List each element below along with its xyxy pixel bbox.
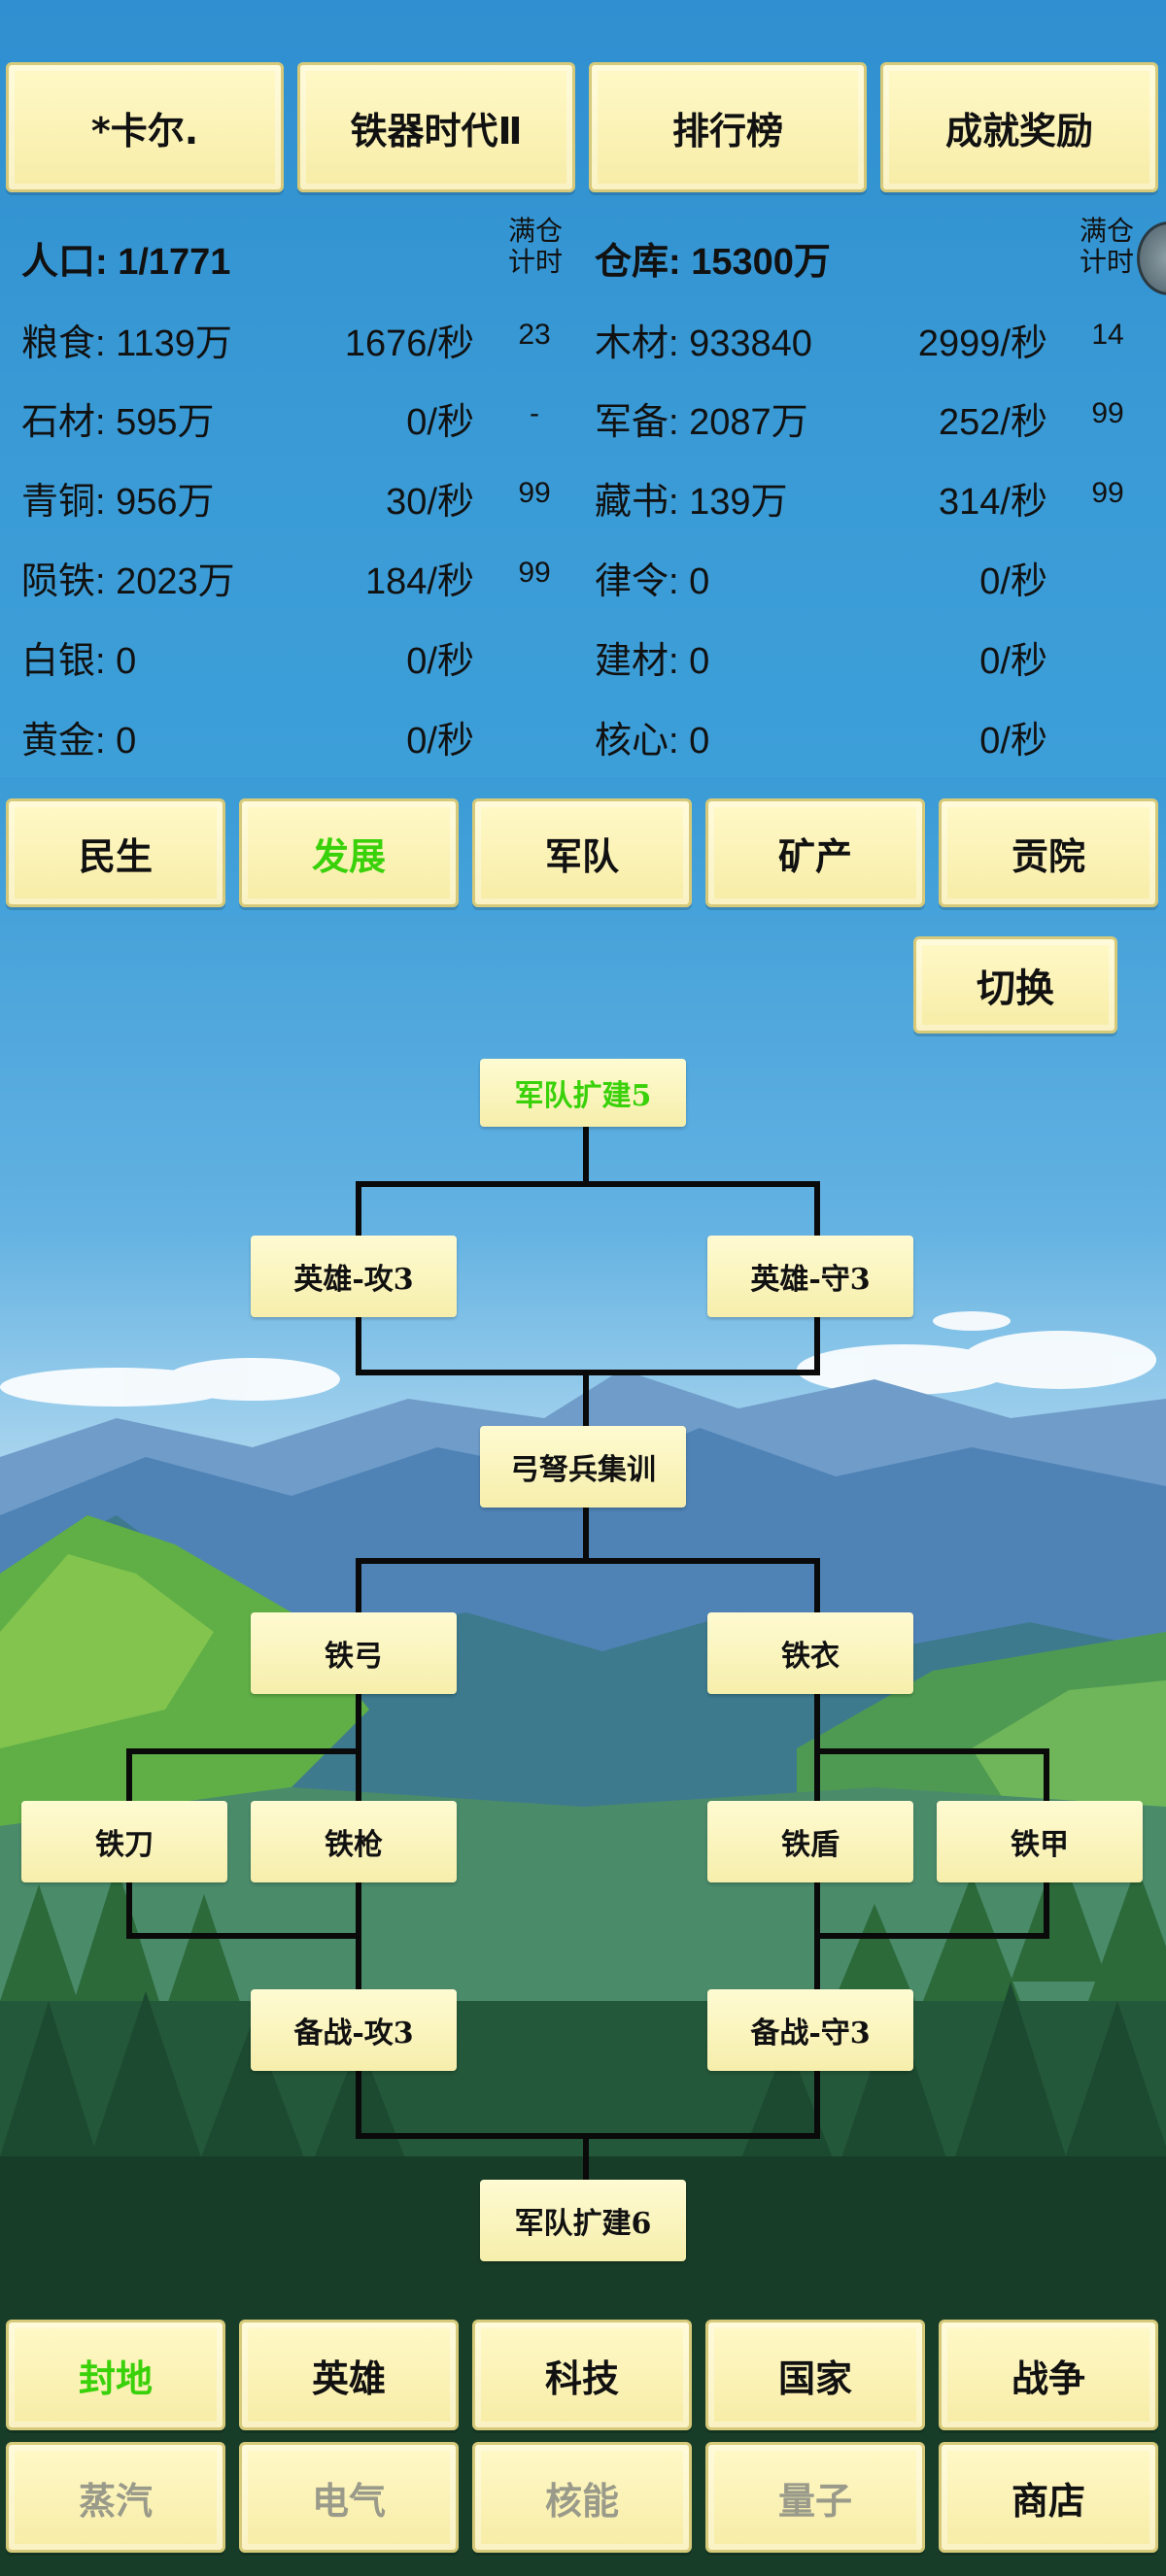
tree-connector — [126, 1748, 361, 1754]
resource-rate: 0/秒 — [406, 721, 474, 762]
nav-steam[interactable]: 蒸汽 — [6, 2442, 225, 2553]
tree-connector — [1044, 1748, 1049, 1803]
era-button[interactable]: 铁器时代Ⅱ — [297, 62, 575, 192]
nav-hero[interactable]: 英雄 — [239, 2320, 459, 2430]
resource-label: 木材: 933840 — [595, 323, 812, 364]
resource-rate: 252/秒 — [939, 402, 1047, 443]
tech-node-iron-armor[interactable]: 铁甲 — [937, 1801, 1143, 1882]
nav-war[interactable]: 战争 — [939, 2320, 1158, 2430]
resource-timer: 99 — [1091, 477, 1124, 509]
leaderboard-button[interactable]: 排行榜 — [589, 62, 867, 192]
tree-connector — [814, 1558, 820, 1614]
nav-tech[interactable]: 科技 — [472, 2320, 692, 2430]
achievement-rewards-button[interactable]: 成就奖励 — [880, 62, 1158, 192]
tech-node-iron-blade[interactable]: 铁刀 — [21, 1801, 227, 1882]
player-name-button[interactable]: *卡尔. — [6, 62, 284, 192]
tree-connector — [356, 1558, 820, 1564]
nav-nuclear[interactable]: 核能 — [472, 2442, 692, 2553]
tech-node-hero-attack-3[interactable]: 英雄-攻3 — [251, 1236, 457, 1317]
resource-timer: 23 — [518, 319, 551, 351]
resource-label: 藏书: 139万 — [595, 482, 788, 523]
nav-fief[interactable]: 封地 — [6, 2320, 225, 2430]
tree-connector — [583, 1370, 589, 1436]
tech-node-iron-bow[interactable]: 铁弓 — [251, 1612, 457, 1694]
tech-node-iron-clothes[interactable]: 铁衣 — [707, 1612, 913, 1694]
tech-node-iron-shield[interactable]: 铁盾 — [707, 1801, 913, 1882]
resource-label: 军备: 2087万 — [595, 402, 808, 443]
nav-shop[interactable]: 商店 — [939, 2442, 1158, 2553]
tab-development[interactable]: 发展 — [239, 798, 459, 907]
tech-node-ready-defense-3[interactable]: 备战-守3 — [707, 1989, 913, 2071]
mountain-background: 切换 军队扩建5 英雄-攻3 英雄-守3 弓弩兵集训 铁弓 铁衣 铁刀 铁枪 铁… — [0, 777, 1166, 2576]
tab-minerals[interactable]: 矿产 — [705, 798, 925, 907]
resource-label: 核心: 0 — [595, 721, 710, 762]
left-timer-header: 满仓 计时 — [507, 215, 563, 278]
tech-node-crossbow-training[interactable]: 弓弩兵集训 — [480, 1426, 686, 1508]
resource-rate: 0/秒 — [979, 561, 1047, 602]
tree-connector — [356, 2071, 361, 2139]
right-timer-header: 满仓 计时 — [1079, 215, 1134, 278]
resource-timer: 99 — [518, 557, 551, 589]
tree-connector — [126, 1748, 132, 1803]
tree-connector — [126, 1882, 132, 1939]
landscape-illustration — [0, 1311, 1166, 2576]
tree-connector — [583, 2133, 589, 2182]
tech-node-ready-attack-3[interactable]: 备战-攻3 — [251, 1989, 457, 2071]
switch-button[interactable]: 切换 — [913, 936, 1117, 1034]
resource-rate: 314/秒 — [939, 482, 1047, 523]
tree-connector — [356, 1558, 361, 1614]
resource-label: 黄金: 0 — [21, 721, 137, 762]
population-label: 人口: 1/1771 — [21, 242, 231, 283]
tree-connector — [583, 1127, 589, 1185]
resource-timer: 99 — [518, 477, 551, 509]
tech-node-army-expand-6[interactable]: 军队扩建6 — [480, 2180, 686, 2261]
tab-army[interactable]: 军队 — [472, 798, 692, 907]
resource-rate: 30/秒 — [386, 482, 474, 523]
resource-rate: 184/秒 — [365, 561, 474, 602]
tree-connector — [356, 1311, 361, 1375]
nav-electric[interactable]: 电气 — [239, 2442, 459, 2553]
resource-label: 石材: 595万 — [21, 402, 215, 443]
tree-connector — [814, 1181, 820, 1245]
tree-connector — [814, 1311, 820, 1375]
resource-timer: 14 — [1091, 319, 1124, 351]
tree-connector — [356, 1181, 820, 1187]
resource-timer: 99 — [1091, 397, 1124, 429]
resource-rate: 0/秒 — [979, 641, 1047, 682]
warehouse-label: 仓库: 15300万 — [595, 242, 831, 283]
tree-connector — [356, 1181, 361, 1245]
tree-connector — [814, 1748, 1049, 1754]
resource-label: 陨铁: 2023万 — [21, 561, 235, 602]
tech-node-hero-defense-3[interactable]: 英雄-守3 — [707, 1236, 913, 1317]
resource-label: 建材: 0 — [595, 641, 710, 682]
resource-rate: 0/秒 — [406, 641, 474, 682]
resource-label: 青铜: 956万 — [21, 482, 215, 523]
nav-quantum[interactable]: 量子 — [705, 2442, 925, 2553]
tree-connector — [126, 1933, 361, 1939]
nav-nation[interactable]: 国家 — [705, 2320, 925, 2430]
resource-label: 白银: 0 — [21, 641, 137, 682]
resource-rate: 2999/秒 — [917, 323, 1047, 364]
tree-connector — [814, 2071, 820, 2139]
tab-academy[interactable]: 贡院 — [939, 798, 1158, 907]
resource-timer: - — [530, 397, 539, 429]
tech-node-army-expand-5[interactable]: 军队扩建5 — [480, 1059, 686, 1127]
tech-node-iron-spear[interactable]: 铁枪 — [251, 1801, 457, 1882]
tree-connector — [814, 1933, 1049, 1939]
tab-livelihood[interactable]: 民生 — [6, 798, 225, 907]
tree-connector — [583, 1502, 589, 1564]
resource-rate: 0/秒 — [979, 721, 1047, 762]
resource-label: 律令: 0 — [595, 561, 710, 602]
resource-rate: 0/秒 — [406, 402, 474, 443]
resource-rate: 1676/秒 — [344, 323, 474, 364]
resource-label: 粮食: 1139万 — [21, 323, 232, 364]
tree-connector — [1044, 1882, 1049, 1939]
